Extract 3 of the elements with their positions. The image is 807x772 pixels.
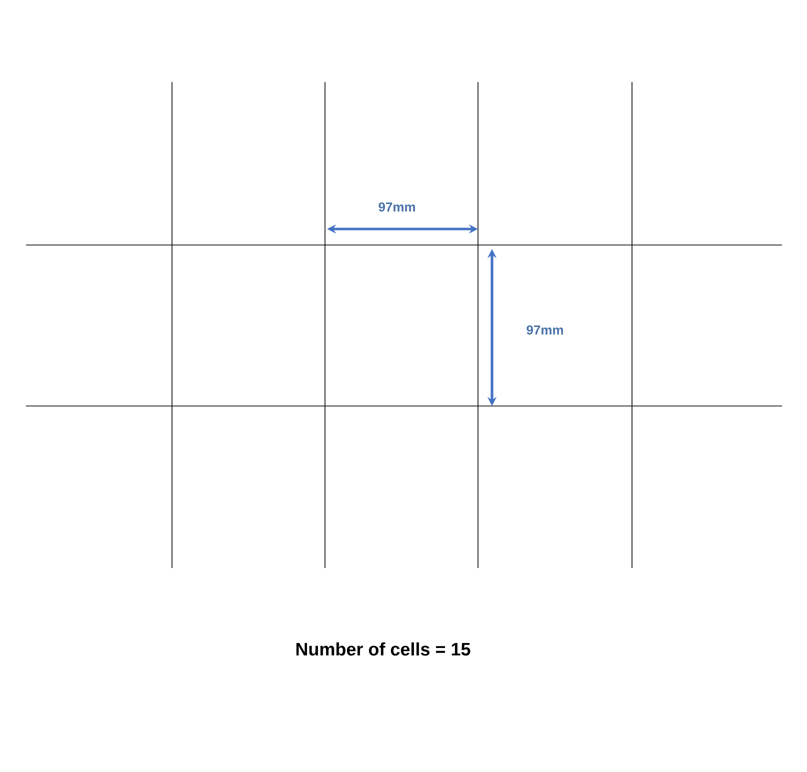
dimension-label: 97mm xyxy=(526,325,563,335)
dimension-label: 97mm xyxy=(378,202,415,212)
caption: Number of cells = 15 xyxy=(296,642,470,656)
